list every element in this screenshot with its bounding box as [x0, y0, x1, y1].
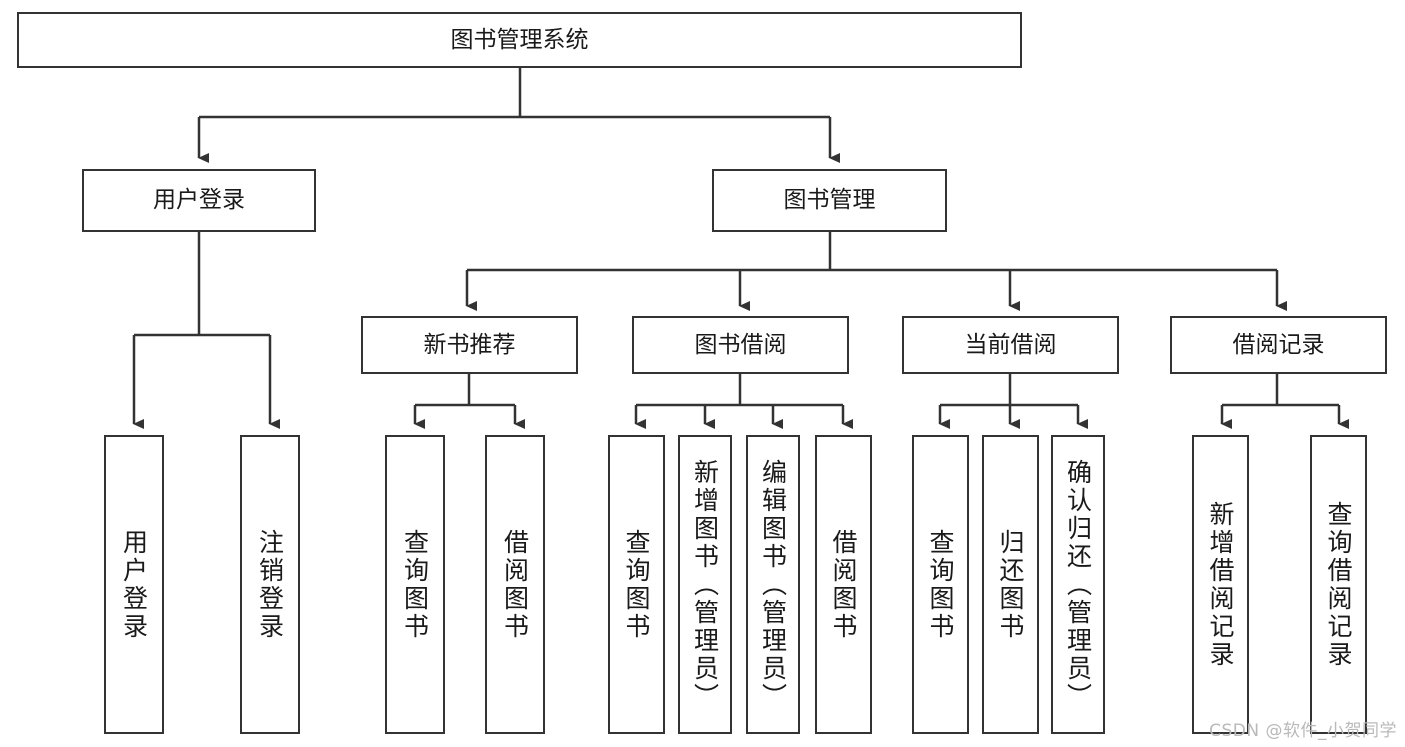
node-label: 查询图书 — [622, 528, 651, 641]
node-label: 借阅图书 — [500, 528, 530, 641]
node-label: 新书推荐 — [423, 331, 516, 358]
node-label: 编辑图书（管理员） — [758, 458, 788, 711]
node-label: 新增图书（管理员） — [690, 458, 720, 711]
node-label: 注销登录 — [255, 528, 285, 641]
node-leaf-logout[interactable]: 注销登录 — [240, 435, 300, 734]
node-leaf-add-borrow-record[interactable]: 新增借阅记录 — [1192, 435, 1249, 734]
node-root-system[interactable]: 图书管理系统 — [17, 12, 1022, 68]
node-book-management[interactable]: 图书管理 — [712, 169, 947, 232]
node-leaf-confirm-return-admin[interactable]: 确认归还（管理员） — [1051, 435, 1105, 734]
node-leaf-query-borrow-record[interactable]: 查询借阅记录 — [1310, 435, 1367, 734]
node-label: 查询借阅记录 — [1324, 500, 1353, 669]
node-label: 新增借阅记录 — [1206, 500, 1235, 669]
node-leaf-return-book[interactable]: 归还图书 — [982, 435, 1039, 734]
node-label: 用户登录 — [119, 528, 149, 641]
node-label: 借阅记录 — [1232, 331, 1325, 358]
node-label: 查询图书 — [400, 528, 430, 641]
node-label: 图书管理 — [783, 187, 876, 214]
node-label: 归还图书 — [996, 528, 1025, 641]
node-new-book-recommend[interactable]: 新书推荐 — [361, 316, 578, 374]
node-user-login[interactable]: 用户登录 — [82, 169, 316, 232]
node-leaf-edit-book-admin[interactable]: 编辑图书（管理员） — [746, 435, 800, 734]
node-current-borrow[interactable]: 当前借阅 — [902, 316, 1119, 374]
node-leaf-query-book-current[interactable]: 查询图书 — [912, 435, 969, 734]
node-leaf-add-book-admin[interactable]: 新增图书（管理员） — [678, 435, 732, 734]
node-leaf-user-login[interactable]: 用户登录 — [104, 435, 164, 734]
node-leaf-borrow-book-recommend[interactable]: 借阅图书 — [485, 435, 545, 734]
node-book-borrow[interactable]: 图书借阅 — [632, 316, 849, 374]
node-borrow-record[interactable]: 借阅记录 — [1170, 316, 1387, 374]
node-leaf-query-book-recommend[interactable]: 查询图书 — [385, 435, 445, 734]
node-label: 当前借阅 — [964, 331, 1057, 358]
node-label: 查询图书 — [926, 528, 955, 641]
node-label: 图书管理系统 — [450, 26, 589, 53]
node-leaf-borrow-book[interactable]: 借阅图书 — [815, 435, 872, 734]
node-leaf-query-book-borrow[interactable]: 查询图书 — [608, 435, 665, 734]
node-label: 借阅图书 — [829, 528, 858, 641]
node-label: 确认归还（管理员） — [1063, 458, 1093, 711]
node-label: 用户登录 — [153, 187, 245, 214]
watermark-text: CSDN @软件_小贺同学 — [1209, 721, 1397, 741]
node-label: 图书借阅 — [694, 331, 787, 358]
